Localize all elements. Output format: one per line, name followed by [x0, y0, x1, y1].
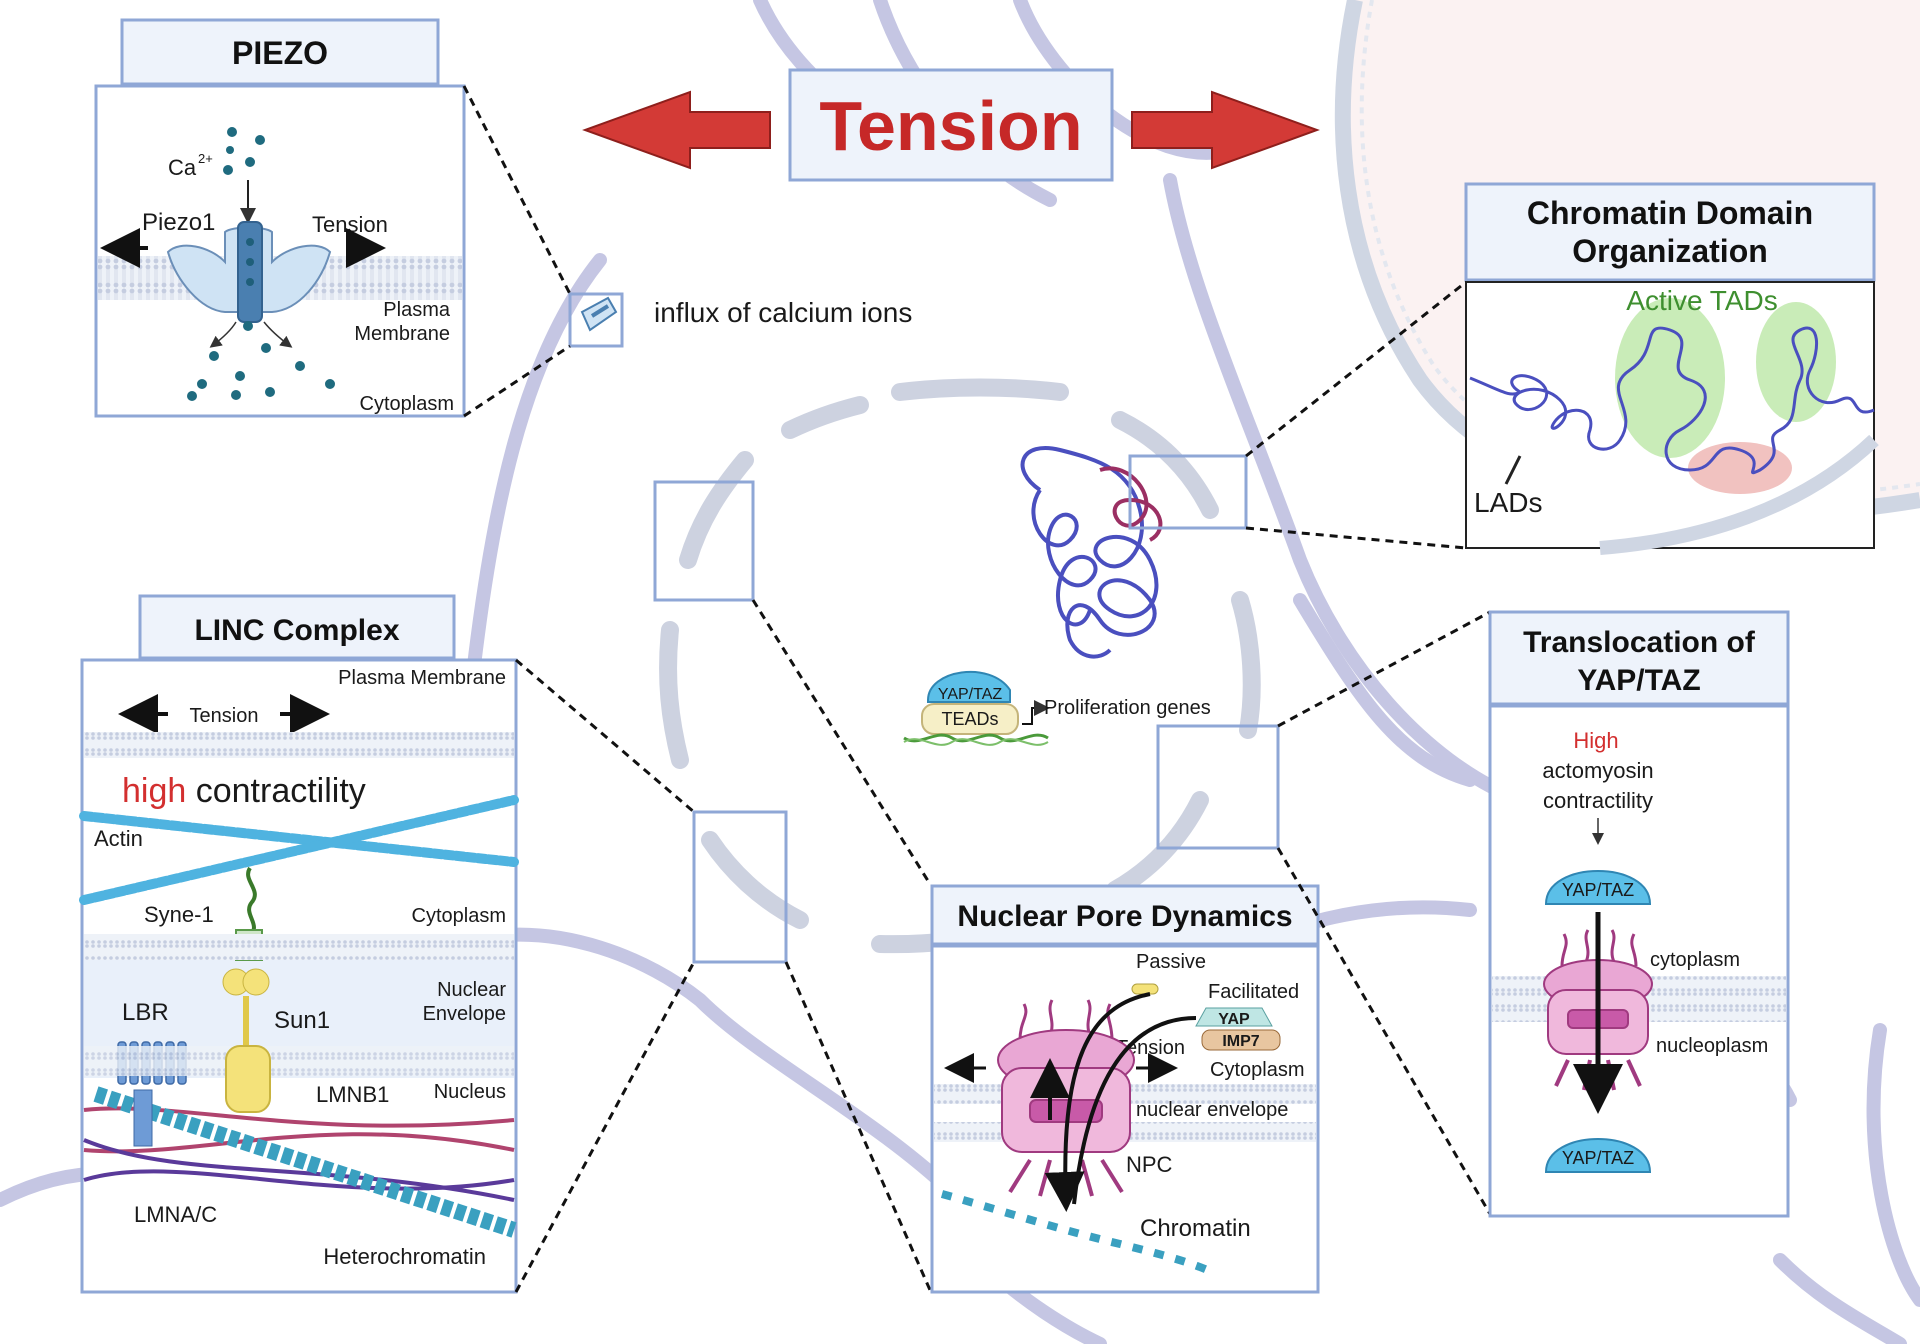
linc-sun1: Sun1 [274, 1007, 330, 1034]
npc-yap: YAP [1218, 1011, 1250, 1028]
proliferation-label: Proliferation genes [1044, 697, 1211, 719]
linc-high-contractility: high contractility [122, 772, 366, 810]
influx-label: influx of calcium ions [654, 297, 912, 328]
npc-facilitated: Facilitated [1208, 981, 1299, 1003]
piezo-title: PIEZO [232, 35, 328, 71]
linc-lmnb1: LMNB1 [316, 1082, 389, 1107]
nucleus-teads: TEADs [941, 709, 998, 729]
yap-contractility: contractility [1543, 788, 1653, 813]
linc-panel: LINC Complex Plasma Membrane Tension hig… [79, 594, 696, 1294]
npc-chromatin: Chromatin [1140, 1215, 1251, 1242]
linc-actin: Actin [94, 826, 143, 851]
nucleus-yap-taz: YAP/TAZ [938, 686, 1003, 703]
ca-label: Ca [168, 155, 197, 180]
linc-cytoplasm: Cytoplasm [412, 905, 506, 927]
npc-passive: Passive [1136, 951, 1206, 973]
chromatin-title-line1: Chromatin Domain [1527, 195, 1813, 231]
piezo-membrane-label-1: Plasma [383, 299, 451, 321]
linc-envelope: Envelope [423, 1003, 506, 1025]
linc-plasma-membrane: Plasma Membrane [338, 667, 506, 689]
title: Tension [819, 87, 1082, 165]
envelope-zoom-boxes [653, 480, 1280, 964]
yap-tead-nucleus: YAP/TAZ TEADs Proliferation genes [903, 670, 1211, 746]
chromatin-domain-panel: Chromatin Domain Organization Active TAD… [1464, 182, 1879, 555]
active-tad-2 [1756, 302, 1836, 422]
nucleus-chromatin [1020, 280, 1467, 659]
piezo-membrane-label-2: Membrane [354, 323, 450, 345]
npc-panel: Nuclear Pore Dynamics Passive Facilitate… [751, 599, 1320, 1294]
yap-high: High [1573, 728, 1618, 753]
yap-panel: Translocation of YAP/TAZ High actomyosin… [1276, 610, 1790, 1218]
linc-heterochromatin: Heterochromatin [323, 1244, 486, 1269]
yap-taz-bottom: YAP/TAZ [1562, 1148, 1634, 1168]
lad-blob [1688, 442, 1792, 494]
chromatin-fiber [1469, 326, 1875, 475]
linc-nuclear: Nuclear [437, 979, 506, 1001]
npc-npc-label: NPC [1126, 1152, 1173, 1177]
npc-nuclear-envelope: nuclear envelope [1136, 1099, 1288, 1121]
active-tads-label: Active TADs [1626, 285, 1777, 316]
piezo-zoom: influx of calcium ions [462, 85, 912, 418]
yap-title-line1: Translocation of [1523, 626, 1756, 659]
yap-cytoplasm: cytoplasm [1650, 949, 1740, 971]
nuclear-envelope-dashed [659, 378, 1261, 954]
title-box [788, 68, 1114, 182]
npc-cytoplasm: Cytoplasm [1210, 1059, 1304, 1081]
linc-tension: Tension [190, 705, 259, 727]
piezo-cytoplasm-label: Cytoplasm [360, 393, 454, 415]
active-tad-1 [1615, 298, 1725, 458]
linc-syne1: Syne-1 [144, 902, 214, 927]
npc-title: Nuclear Pore Dynamics [957, 900, 1292, 933]
calcium-ions-bottom [187, 321, 335, 401]
chromatin-title-line2: Organization [1572, 233, 1768, 269]
piezo-tension-label: Tension [312, 212, 388, 237]
left-arrow [582, 90, 771, 170]
npc-imp7: IMP7 [1222, 1033, 1259, 1050]
lads-label: LADs [1474, 487, 1542, 518]
yap-actomyosin: actomyosin [1542, 758, 1653, 783]
right-arrow [1131, 90, 1320, 170]
linc-lbr: LBR [122, 999, 169, 1026]
title-group: Tension [582, 68, 1320, 182]
yap-nucleoplasm: nucleoplasm [1656, 1035, 1768, 1057]
linc-title: LINC Complex [194, 614, 399, 647]
calcium-ions-top [223, 127, 265, 175]
linc-nucleus: Nucleus [434, 1081, 506, 1103]
ca-superscript: 2+ [198, 151, 213, 166]
yap-taz-top: YAP/TAZ [1562, 880, 1634, 900]
linc-lmnac: LMNA/C [134, 1202, 217, 1227]
yap-title-line2: YAP/TAZ [1577, 664, 1700, 697]
piezo1-label: Piezo1 [142, 209, 215, 236]
actin-filaments [79, 795, 519, 905]
piezo-panel: PIEZO Ca 2+ Piezo1 Tension Plasma Membra… [94, 18, 466, 418]
